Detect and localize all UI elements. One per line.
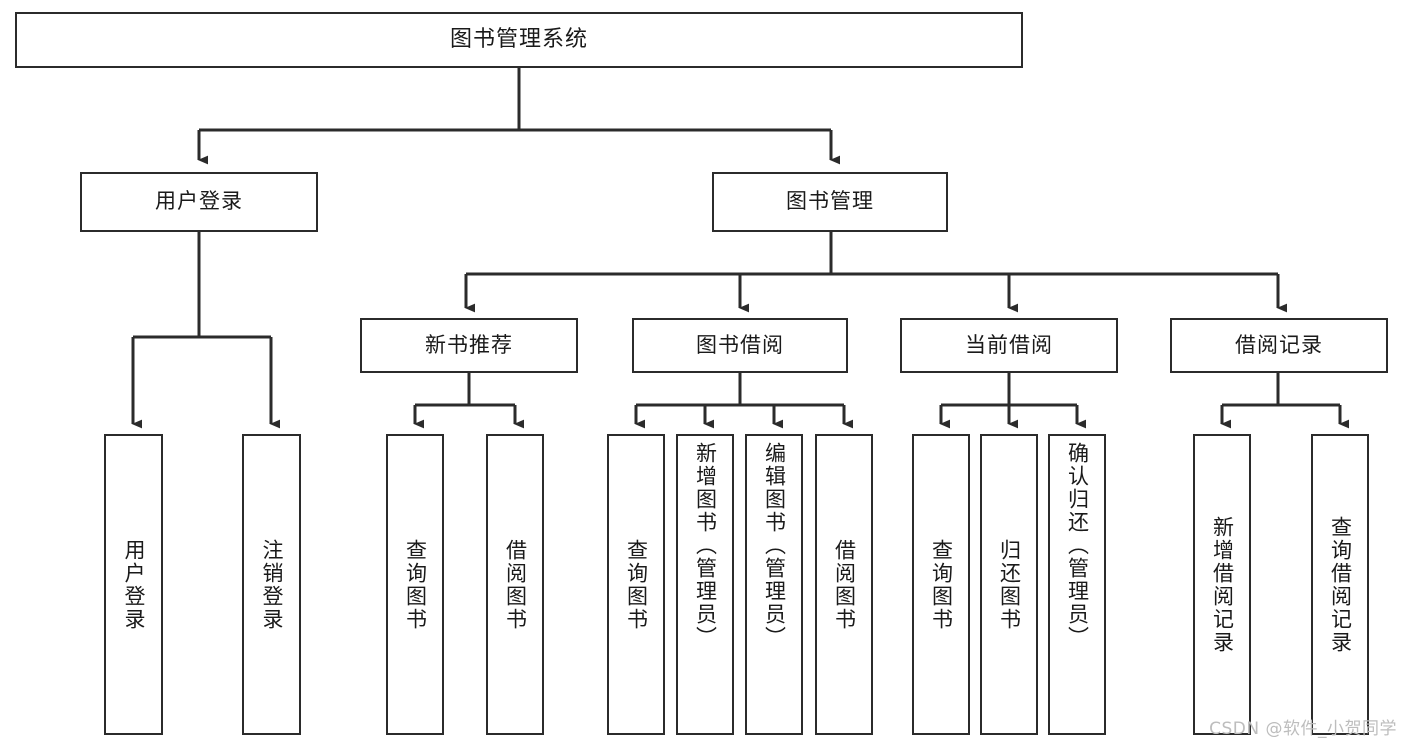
- node-borrow-record[interactable]: 借阅记录: [1170, 318, 1388, 373]
- node-leaf-borrow-book-recommend[interactable]: 借阅图书: [486, 434, 544, 735]
- node-label: 借阅图书: [832, 538, 857, 631]
- node-current-borrow[interactable]: 当前借阅: [900, 318, 1118, 373]
- node-leaf-query-book-recommend[interactable]: 查询图书: [386, 434, 444, 735]
- node-label: 查询图书: [929, 538, 954, 631]
- node-label: 图书管理: [786, 189, 874, 214]
- node-leaf-return-book[interactable]: 归还图书: [980, 434, 1038, 735]
- node-label: 新增图书（管理员）: [693, 442, 718, 649]
- node-leaf-confirm-return-admin[interactable]: 确认归还（管理员）: [1048, 434, 1106, 735]
- node-new-book-recommend[interactable]: 新书推荐: [360, 318, 578, 373]
- node-label: 当前借阅: [965, 332, 1053, 357]
- node-book-management[interactable]: 图书管理: [712, 172, 948, 232]
- node-leaf-logout-login[interactable]: 注销登录: [242, 434, 301, 735]
- node-label: 编辑图书（管理员）: [762, 442, 787, 649]
- node-book-borrow[interactable]: 图书借阅: [632, 318, 848, 373]
- node-label: 图书借阅: [696, 332, 784, 357]
- node-leaf-user-login[interactable]: 用户登录: [104, 434, 163, 735]
- node-leaf-query-book-current[interactable]: 查询图书: [912, 434, 970, 735]
- csdn-watermark: CSDN @软件_小贺同学: [1209, 719, 1397, 739]
- node-label: 借阅图书: [503, 538, 528, 631]
- node-leaf-query-borrow-record[interactable]: 查询借阅记录: [1311, 434, 1369, 735]
- node-label: 新增借阅记录: [1210, 515, 1235, 654]
- node-label: 确认归还（管理员）: [1065, 442, 1090, 649]
- node-label: 用户登录: [155, 189, 243, 214]
- node-leaf-add-borrow-record[interactable]: 新增借阅记录: [1193, 434, 1251, 735]
- node-root-book-management-system[interactable]: 图书管理系统: [15, 12, 1023, 68]
- node-label: 借阅记录: [1235, 332, 1323, 357]
- node-user-login[interactable]: 用户登录: [80, 172, 318, 232]
- node-label: 归还图书: [997, 538, 1022, 631]
- node-label: 注销登录: [259, 538, 284, 631]
- node-leaf-edit-book-admin[interactable]: 编辑图书（管理员）: [745, 434, 803, 735]
- node-label: 用户登录: [121, 538, 146, 631]
- node-label: 查询图书: [403, 538, 428, 631]
- node-leaf-query-book-borrow[interactable]: 查询图书: [607, 434, 665, 735]
- node-label: 新书推荐: [425, 332, 513, 357]
- node-label: 查询借阅记录: [1328, 515, 1353, 654]
- node-leaf-add-book-admin[interactable]: 新增图书（管理员）: [676, 434, 734, 735]
- node-label: 查询图书: [624, 538, 649, 631]
- node-label: 图书管理系统: [449, 26, 588, 52]
- node-leaf-borrow-book[interactable]: 借阅图书: [815, 434, 873, 735]
